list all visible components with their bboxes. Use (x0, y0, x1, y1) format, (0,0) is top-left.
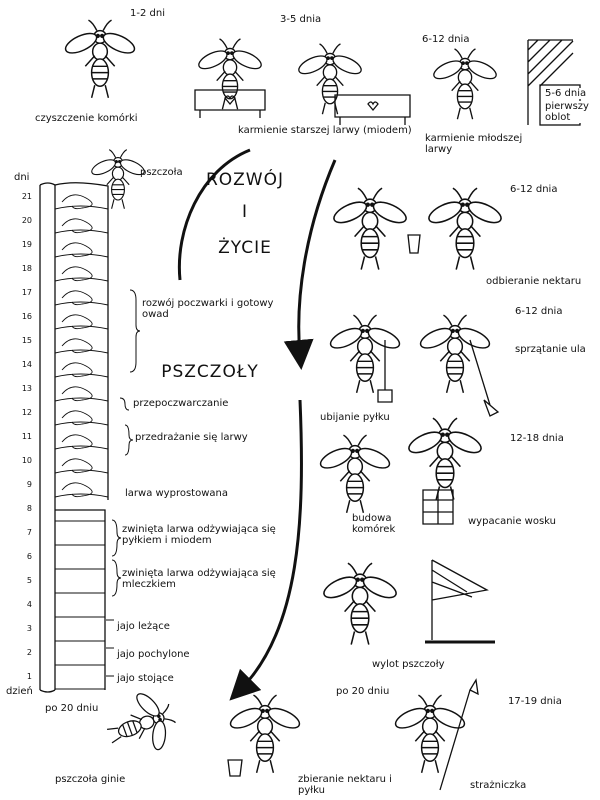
comb-cell-divider (54, 469, 109, 474)
day-number: 13 (21, 384, 32, 393)
day-number: 14 (21, 360, 32, 369)
comb-cell-divider (54, 253, 109, 258)
comb-cell-content (61, 218, 93, 234)
title-line-2: I (241, 202, 248, 222)
stage-6-days: 6-12 dnia (515, 306, 563, 317)
label-przedrazanie: przedrażanie się larwy (135, 432, 248, 443)
stage-5-label: odbieranie nektaru (486, 276, 582, 287)
day-number: 19 (21, 240, 32, 249)
stage-7-label: ubijanie pyłku (320, 412, 390, 423)
stage-2-label: karmienie starszej larwy (miodem) (238, 125, 412, 136)
comb-cell-content (61, 482, 93, 498)
day-number: 2 (26, 648, 32, 657)
comb-cell-divider (54, 397, 109, 402)
comb-cell-divider (54, 325, 109, 330)
stage-3-label: karmienie młodszej larwy (425, 133, 523, 155)
day-number: 3 (26, 624, 32, 633)
stage-3-days: 6-12 dnia (422, 34, 470, 45)
day-number: 5 (26, 576, 32, 585)
day-number: 17 (21, 288, 32, 297)
comb-cell-divider (54, 421, 109, 426)
stage-4-label: pierwszy oblot (545, 101, 595, 123)
label-przepoczwarczanie: przepoczwarczanie (133, 398, 229, 409)
stage-8-days: 12-18 dnia (510, 433, 564, 444)
day-number: 15 (21, 336, 32, 345)
day-number: 9 (26, 480, 32, 489)
label-larwa-pylek: zwinięta larwa odżywiająca się pyłkiem i… (122, 524, 276, 546)
comb-cell-divider (54, 373, 109, 378)
stage-6-label: sprzątanie ula (515, 344, 586, 355)
day-number: 7 (26, 528, 32, 537)
title-line-1: ROZWÓJ (205, 170, 285, 190)
comb-cell-divider (54, 445, 109, 450)
day-number: 16 (21, 312, 32, 321)
comb-cell-divider (54, 301, 109, 306)
comb-column (39, 182, 109, 693)
comb-cell-divider (54, 349, 109, 354)
stage-12-label: strażniczka (470, 780, 527, 791)
comb-cell-content (61, 458, 93, 474)
comb-cell-content (61, 434, 93, 450)
day-number: 11 (21, 432, 32, 441)
stage-8-label: wypacanie wosku (468, 516, 556, 527)
comb-cell-divider (54, 205, 109, 210)
stage-1-days: 1-2 dni (130, 8, 165, 19)
day-number: 20 (21, 216, 32, 225)
stage-9-label: budowa komórek (352, 513, 396, 535)
label-poczwarka: rozwój poczwarki i gotowy owad (142, 298, 274, 320)
label-jajo-pochylone: jajo pochylone (117, 649, 190, 660)
stage-11-days: po 20 dniu (336, 686, 390, 697)
stage-2-days: 3-5 dnia (280, 14, 322, 25)
stage-13-days: po 20 dniu (45, 703, 99, 714)
comb-cell-content (61, 290, 93, 306)
title-line-3: ŻYCIE (218, 238, 272, 258)
day-number: 18 (21, 264, 32, 273)
axis-days-top: dni (14, 172, 30, 183)
stage-11-label: zbieranie nektaru i pyłku (298, 774, 392, 796)
day-number: 4 (26, 600, 32, 609)
curve-arrow-top (177, 148, 251, 281)
day-number: 10 (21, 456, 32, 465)
title-line-4: PSZCZOŁY (161, 362, 259, 382)
stage-10-label: wylot pszczoły (372, 659, 445, 670)
stage-1-label: czyszczenie komórki (35, 113, 138, 124)
stage-5-days: 6-12 dnia (510, 184, 558, 195)
comb-cell-divider (54, 277, 109, 282)
label-pszczola: pszczoła (140, 167, 183, 178)
axis-days-bottom: dzień (6, 686, 33, 697)
stage-12-days: 17-19 dnia (508, 696, 562, 707)
curve-arrow-bottom (229, 399, 303, 701)
comb-cell-content (61, 314, 93, 330)
brackets (106, 289, 141, 677)
comb-cell-content (61, 266, 93, 282)
label-jajo-lezace: jajo leżące (117, 621, 170, 632)
label-larwa-mleczko: zwinięta larwa odżywiająca się mleczkiem (122, 568, 276, 590)
stage-13-label: pszczoła ginie (55, 774, 126, 785)
comb-cell-content (61, 362, 93, 378)
comb-cell-divider (54, 229, 109, 234)
label-larwa-wyprostowana: larwa wyprostowana (125, 488, 228, 499)
comb-cell-content (61, 194, 93, 210)
day-number: 8 (26, 504, 32, 513)
stage-4-days: 5-6 dnia (545, 88, 587, 99)
label-jajo-stojace: jajo stojące (117, 673, 174, 684)
comb-cell-content (61, 386, 93, 402)
comb-cell-content (61, 410, 93, 426)
props (194, 39, 581, 791)
comb-cell-content (61, 338, 93, 354)
day-number: 12 (21, 408, 32, 417)
day-number: 1 (26, 672, 32, 681)
curve-arrow-right (283, 159, 337, 370)
day-number: 21 (21, 192, 32, 201)
comb-cell-content (61, 242, 93, 258)
comb-cell-divider (54, 493, 109, 498)
day-number: 6 (26, 552, 32, 561)
